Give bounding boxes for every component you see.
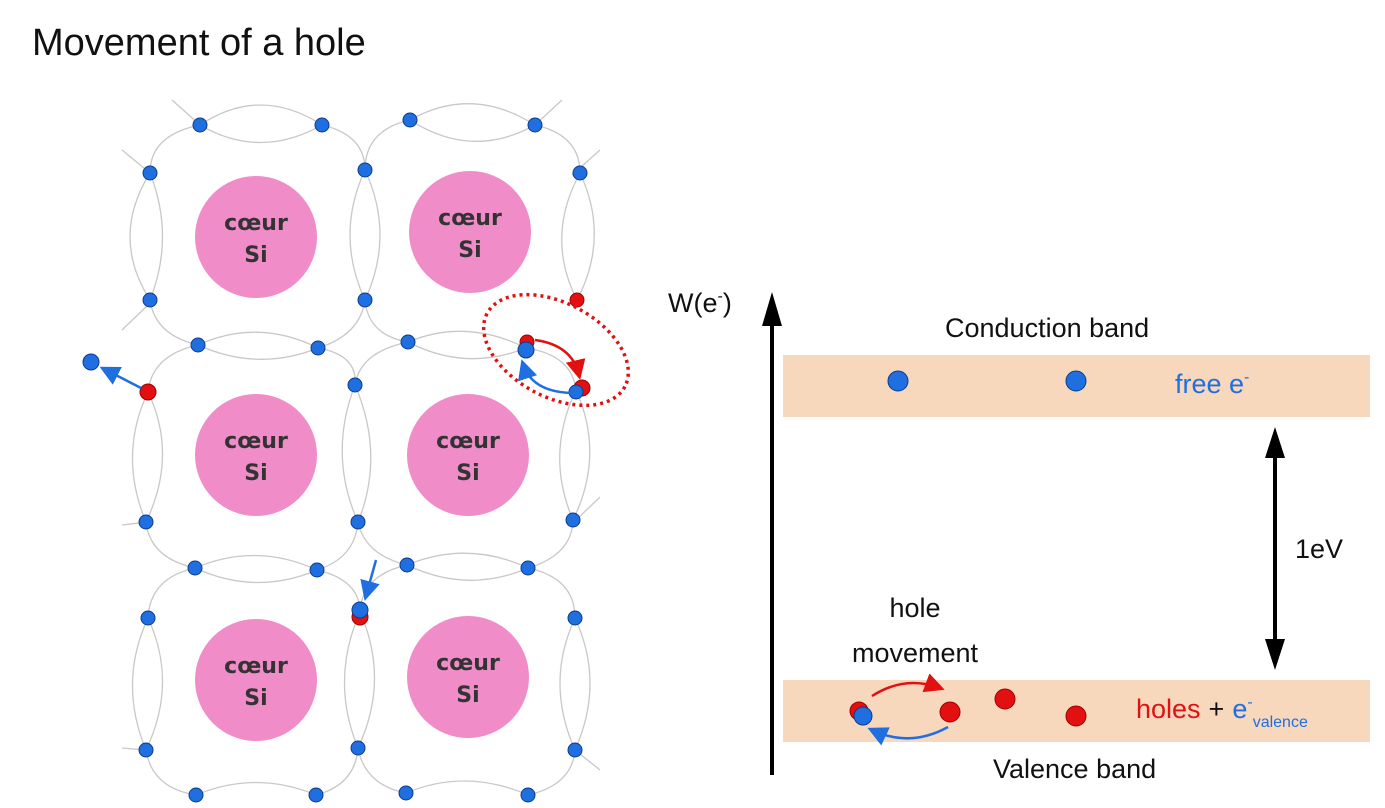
svg-text:Si: Si [456, 683, 479, 708]
svg-text:cœur: cœur [436, 651, 500, 676]
hole-movement-label-line2: movement [852, 638, 979, 668]
lattice-arrows [99, 338, 586, 601]
lattice-hole [569, 292, 585, 308]
valence-band-label: Valence band [993, 754, 1156, 784]
svg-text:Si: Si [244, 243, 267, 268]
si-core-2: cœur Si [409, 171, 531, 293]
page-title: Movement of a hole [32, 22, 366, 64]
valence-holes [849, 688, 1087, 727]
electron-jump-arrow-red [534, 338, 586, 380]
band-diagram: W(e-) 1eV Conduction band Valence band f… [668, 288, 1370, 784]
svg-text:cœur: cœur [224, 211, 288, 236]
band-gap-label: 1eV [1295, 534, 1343, 564]
si-core-1: cœur Si [195, 176, 317, 298]
lattice-hole [139, 383, 157, 401]
free-electrons [887, 370, 1087, 392]
hole-movement-arrows [867, 673, 949, 746]
si-core-4: cœur Si [407, 394, 529, 516]
svg-text:cœur: cœur [438, 206, 502, 231]
valence-electron [853, 706, 873, 726]
svg-text:Si: Si [456, 461, 479, 486]
band-gap-arrow [1265, 427, 1285, 670]
electron-escape-arrow [99, 366, 142, 390]
energy-axis-label: W(e-) [668, 288, 732, 318]
si-core-3: cœur Si [195, 394, 317, 516]
conduction-band-label: Conduction band [945, 313, 1149, 343]
si-core-6: cœur Si [407, 616, 529, 738]
svg-text:cœur: cœur [224, 429, 288, 454]
electron-incoming-arrow [360, 559, 380, 601]
holes-valence-legend: holes+e-valence [1136, 694, 1308, 731]
free-electron-label: free e- [1175, 369, 1249, 399]
silicon-lattice: cœur Si cœur Si cœur Si cœur Si cœur Si … [82, 99, 631, 803]
svg-text:Si: Si [244, 686, 267, 711]
electron-jump-arrow-blue [518, 359, 573, 395]
energy-axis [762, 292, 782, 775]
lattice-electrons [82, 112, 588, 803]
hole-movement-label-line1: hole [889, 593, 940, 623]
svg-text:cœur: cœur [224, 654, 288, 679]
svg-text:Si: Si [458, 238, 481, 263]
svg-text:cœur: cœur [436, 429, 500, 454]
svg-text:Si: Si [244, 461, 267, 486]
si-core-5: cœur Si [195, 619, 317, 741]
